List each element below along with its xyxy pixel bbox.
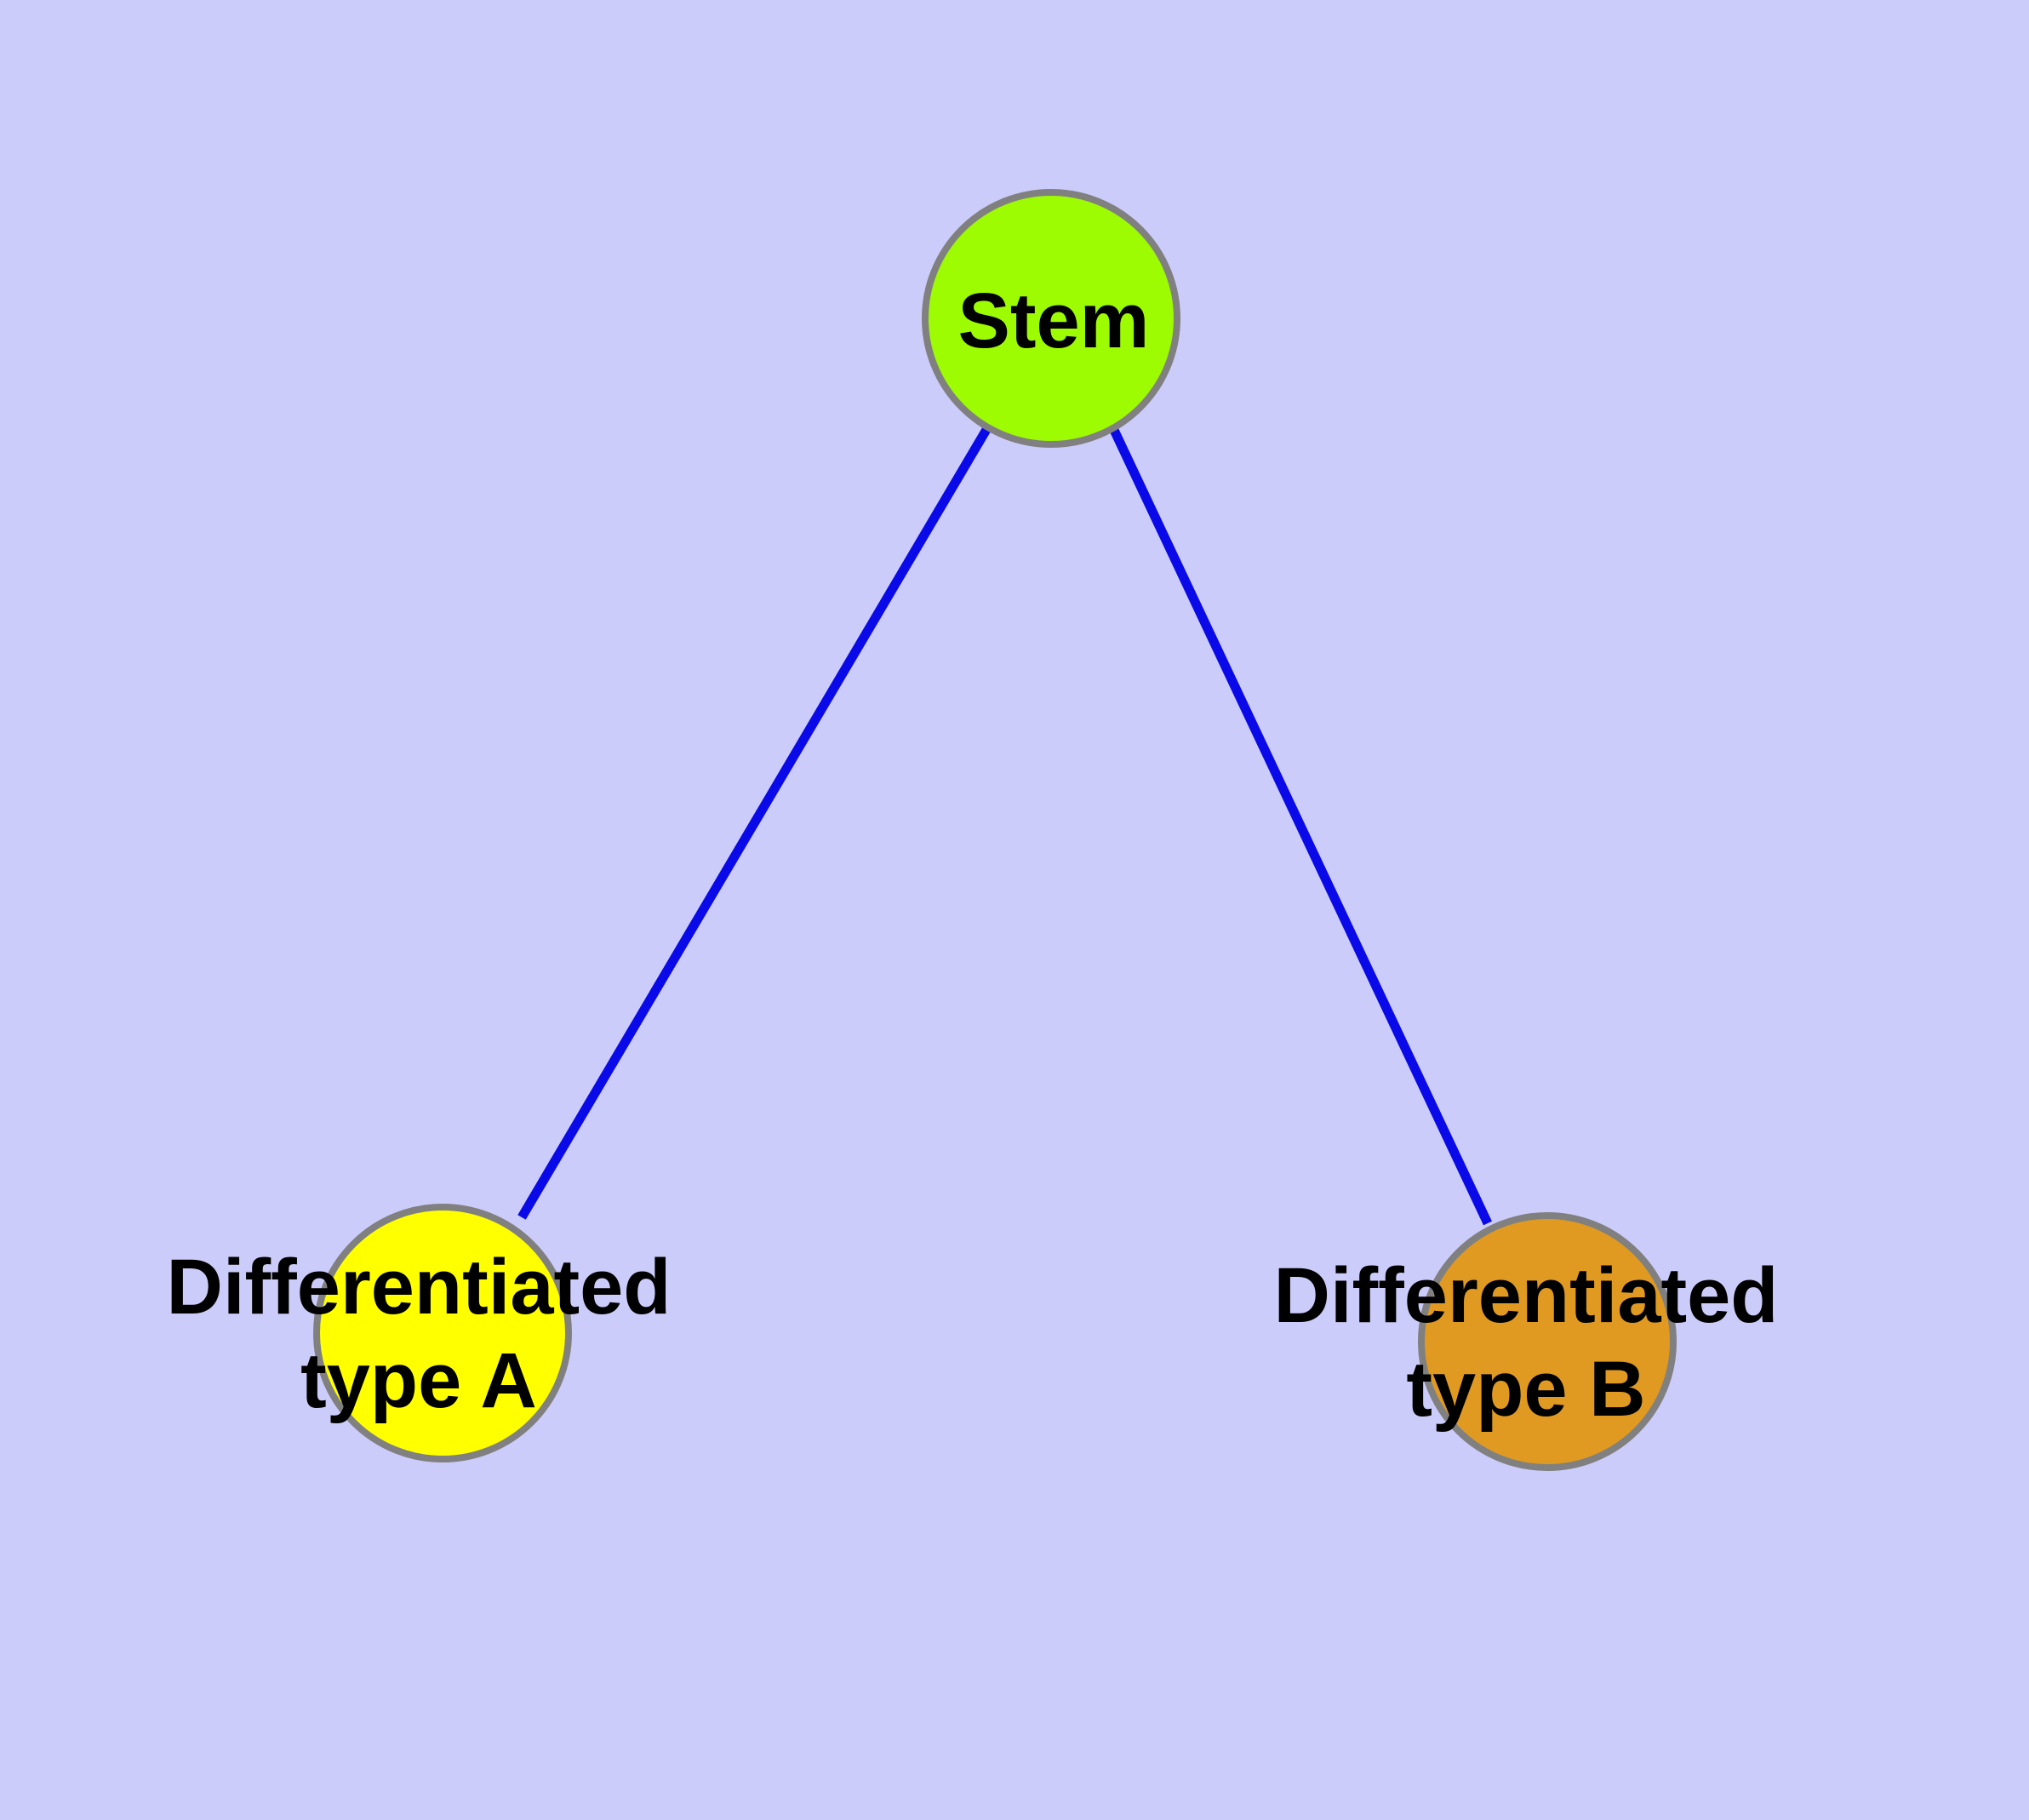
node-label-line: Differentiated <box>167 1244 672 1331</box>
nodes-group <box>313 189 1677 1471</box>
node-label-line: type A <box>300 1337 537 1424</box>
node-circle-differentiated-type-b[interactable] <box>1418 1212 1677 1471</box>
edges-group <box>517 426 1492 1226</box>
node-stem[interactable] <box>922 189 1180 448</box>
node-differentiated-type-a[interactable] <box>313 1204 572 1462</box>
node-circle-differentiated-type-a[interactable] <box>313 1204 572 1462</box>
node-label-line: Stem <box>958 278 1150 364</box>
edge-stem-to-differentiated-type-a[interactable] <box>517 426 992 1220</box>
node-label-line: type B <box>1406 1346 1645 1433</box>
node-label-stem: Stem <box>958 278 1150 364</box>
node-circle-stem[interactable] <box>922 189 1180 448</box>
edge-stem-to-differentiated-type-b[interactable] <box>1109 426 1492 1226</box>
node-label-line: Differentiated <box>1274 1252 1779 1339</box>
node-differentiated-type-b[interactable] <box>1418 1212 1677 1471</box>
